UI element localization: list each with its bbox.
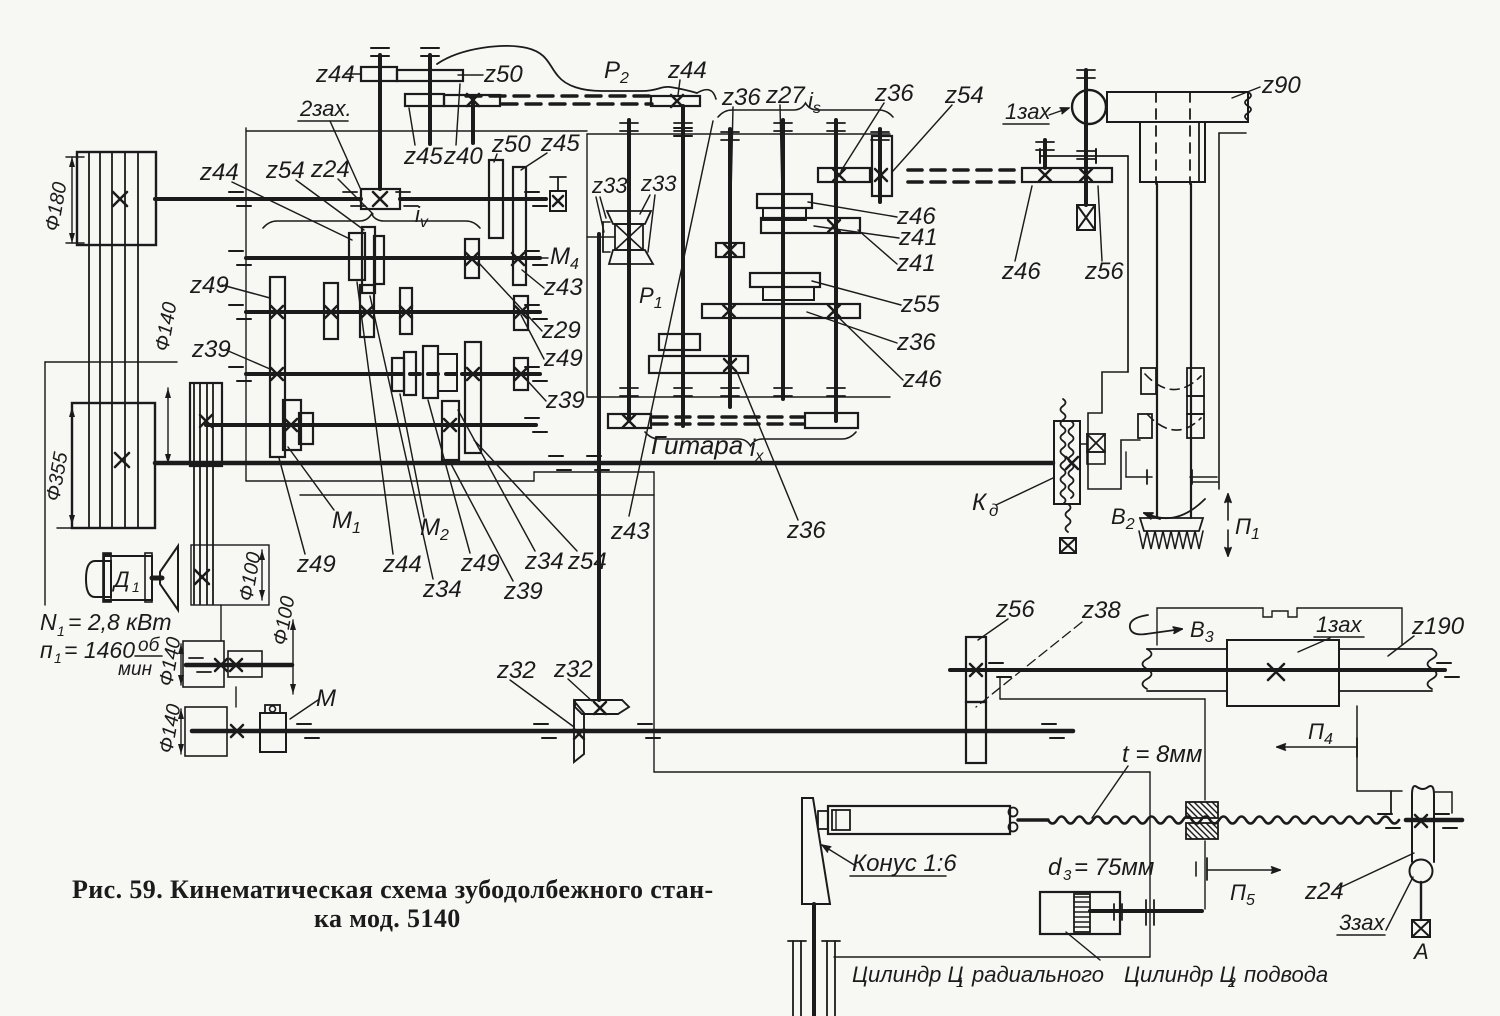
svg-text:z27: z27 (765, 82, 806, 109)
svg-text:1зах: 1зах (1005, 99, 1051, 124)
svg-text:Гитара: Гитара (651, 430, 743, 460)
svg-text:z54: z54 (265, 157, 305, 184)
svg-text:z38: z38 (1081, 597, 1121, 624)
svg-text:1зах: 1зах (1316, 612, 1362, 637)
svg-text:z90: z90 (1261, 72, 1301, 99)
svg-text:z43: z43 (543, 274, 583, 301)
svg-text:z33: z33 (591, 173, 628, 198)
svg-text:z43: z43 (610, 518, 650, 545)
svg-text:1: 1 (57, 623, 65, 639)
svg-text:M: M (316, 685, 336, 712)
svg-text:z54: z54 (944, 82, 984, 109)
svg-text:N: N (40, 609, 57, 635)
svg-text:= 75мм: = 75мм (1074, 854, 1154, 881)
svg-text:z49: z49 (296, 551, 336, 578)
svg-text:z50: z50 (491, 131, 531, 158)
svg-text:z49: z49 (460, 550, 500, 577)
svg-text:z46: z46 (1001, 258, 1041, 285)
svg-text:1: 1 (956, 974, 964, 990)
svg-text:Цилиндр Ц: Цилиндр Ц (852, 962, 963, 987)
svg-text:3: 3 (1063, 867, 1072, 884)
svg-text:z39: z39 (503, 578, 543, 605)
svg-text:К: К (972, 489, 988, 516)
svg-text:z36: z36 (874, 80, 914, 107)
svg-text:Цилиндр Ц: Цилиндр Ц (1124, 962, 1235, 987)
svg-text:д: д (989, 501, 998, 520)
svg-text:1: 1 (132, 579, 140, 595)
svg-text:z44: z44 (382, 551, 422, 578)
svg-text:z32: z32 (496, 657, 536, 684)
svg-text:z41: z41 (896, 250, 936, 277)
svg-text:подвода: подвода (1244, 962, 1328, 987)
svg-text:z36: z36 (721, 84, 761, 111)
svg-text:z56: z56 (995, 596, 1035, 623)
svg-text:z29: z29 (541, 317, 581, 344)
svg-text:z32: z32 (553, 656, 593, 683)
svg-text:ка мод. 5140: ка мод. 5140 (314, 904, 461, 933)
svg-text:2: 2 (1227, 974, 1236, 990)
svg-text:= 1460: = 1460 (64, 637, 135, 663)
svg-text:мин: мин (118, 659, 153, 680)
svg-text:z34: z34 (524, 548, 564, 575)
svg-text:= 2,8 кВт: = 2,8 кВт (68, 609, 172, 635)
svg-text:z41: z41 (898, 224, 938, 251)
svg-text:Рис. 59. Кинематическая схема: Рис. 59. Кинематическая схема зубодолбеж… (72, 875, 714, 904)
svg-text:п: п (40, 637, 53, 663)
svg-text:z190: z190 (1411, 613, 1465, 640)
svg-text:z40: z40 (443, 143, 483, 170)
svg-text:z24: z24 (310, 156, 350, 183)
svg-text:z46: z46 (896, 203, 936, 230)
svg-text:z34: z34 (422, 576, 462, 603)
svg-text:z24: z24 (1304, 878, 1344, 905)
svg-text:z33: z33 (640, 171, 677, 196)
svg-text:z44: z44 (667, 57, 707, 84)
svg-text:радиального: радиального (971, 962, 1104, 987)
svg-text:z39: z39 (191, 336, 231, 363)
svg-text:Конус 1:6: Конус 1:6 (852, 850, 957, 877)
svg-text:z45: z45 (403, 143, 443, 170)
svg-text:2зах.: 2зах. (299, 96, 352, 121)
svg-text:t = 8мм: t = 8мм (1122, 741, 1202, 768)
svg-text:z36: z36 (896, 329, 936, 356)
svg-text:об: об (138, 635, 161, 656)
svg-text:A: A (1412, 939, 1429, 964)
svg-text:z56: z56 (1084, 258, 1124, 285)
svg-text:z46: z46 (902, 366, 942, 393)
svg-text:Д: Д (111, 567, 130, 592)
svg-text:d: d (1048, 854, 1062, 881)
svg-text:z36: z36 (786, 517, 826, 544)
svg-text:3зах: 3зах (1339, 910, 1385, 935)
svg-text:z39: z39 (545, 387, 585, 414)
svg-text:1: 1 (54, 650, 62, 666)
svg-text:z55: z55 (900, 291, 940, 318)
svg-text:z50: z50 (483, 61, 523, 88)
svg-text:z49: z49 (543, 345, 583, 372)
